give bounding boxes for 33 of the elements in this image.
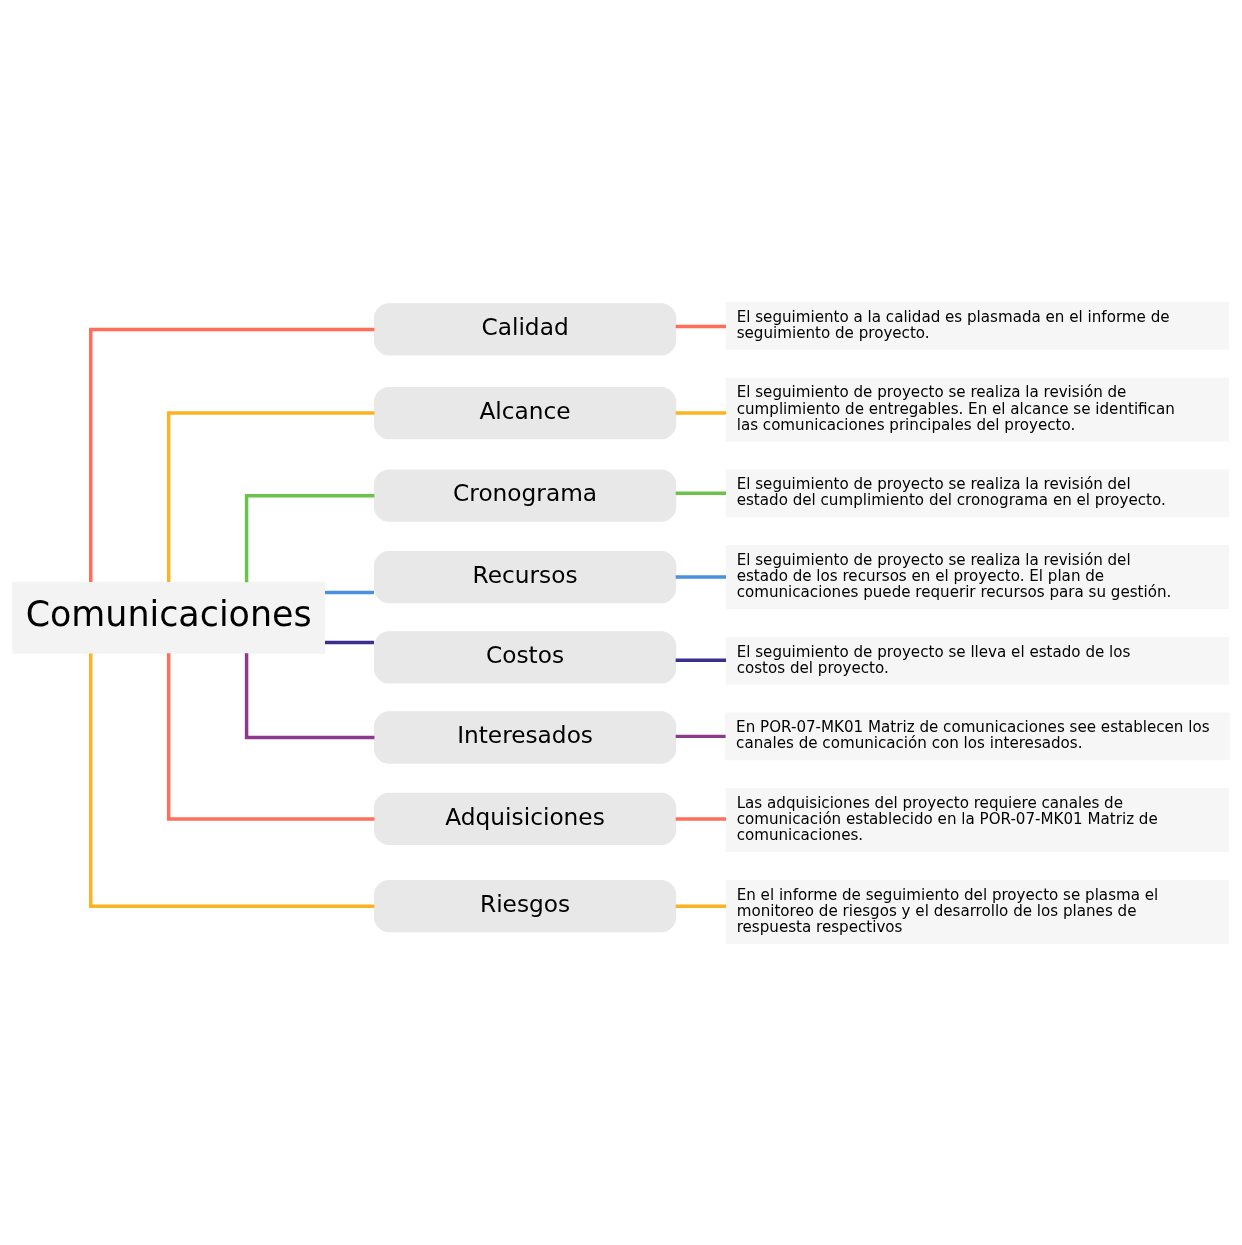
- node-box: En POR-07-MK01 Matriz de comunicaciones see establecen los canales de comunicación con los interesados.: [725, 712, 1230, 760]
- connector: [166, 410, 375, 582]
- connector: [89, 327, 375, 582]
- connector: [675, 574, 726, 579]
- node-box: Riesgos: [373, 879, 677, 932]
- connector: [675, 657, 726, 662]
- node-box: Adquisiciones: [373, 792, 677, 845]
- connector: [675, 324, 726, 328]
- node-box: Alcance: [373, 386, 677, 439]
- node-box: Costos: [373, 630, 677, 683]
- node-box: Calidad: [373, 302, 677, 356]
- node-box: El seguimiento de proyecto se realiza la revisión del estado del cumplimiento del cronograma en el proyecto.: [725, 469, 1230, 517]
- connector: [244, 652, 375, 739]
- connector: [675, 734, 726, 738]
- node-box: En el informe de seguimiento del proyecto se plasma el monitoreo de riesgos y el desarrollo de los planes de respuesta respectivos: [725, 879, 1230, 944]
- connector: [675, 816, 726, 821]
- connector: [325, 590, 374, 594]
- node-box: El seguimiento de proyecto se realiza la revisión del estado de los recursos en el proyecto. El plan de comunicaciones puede requerir recursos para su gestión.: [725, 544, 1230, 609]
- node-box: Cronograma: [373, 469, 677, 522]
- connector: [675, 410, 726, 415]
- node-box: Comunicaciones: [12, 581, 326, 654]
- connector: [675, 903, 726, 908]
- node-box: Las adquisiciones del proyecto requiere canales de comunicación establecido en la POR-07-MK01 Matriz de comunicaciones.: [725, 787, 1230, 852]
- node-box: Recursos: [373, 550, 677, 603]
- node-box: El seguimiento de proyecto se lleva el estado de los costos del proyecto.: [725, 636, 1230, 685]
- connector: [675, 491, 726, 495]
- connector: [89, 652, 375, 908]
- node-box: El seguimiento a la calidad es plasmada en el informe de seguimiento de proyecto.: [725, 301, 1230, 350]
- connector: [244, 493, 375, 582]
- connector: [166, 652, 375, 821]
- node-box: Interesados: [373, 710, 677, 764]
- node-box: El seguimiento de proyecto se realiza la revisión de cumplimiento de entregables. En el alcance se identifican las comunicaciones principales del proyecto.: [725, 377, 1230, 442]
- connector: [325, 640, 374, 644]
